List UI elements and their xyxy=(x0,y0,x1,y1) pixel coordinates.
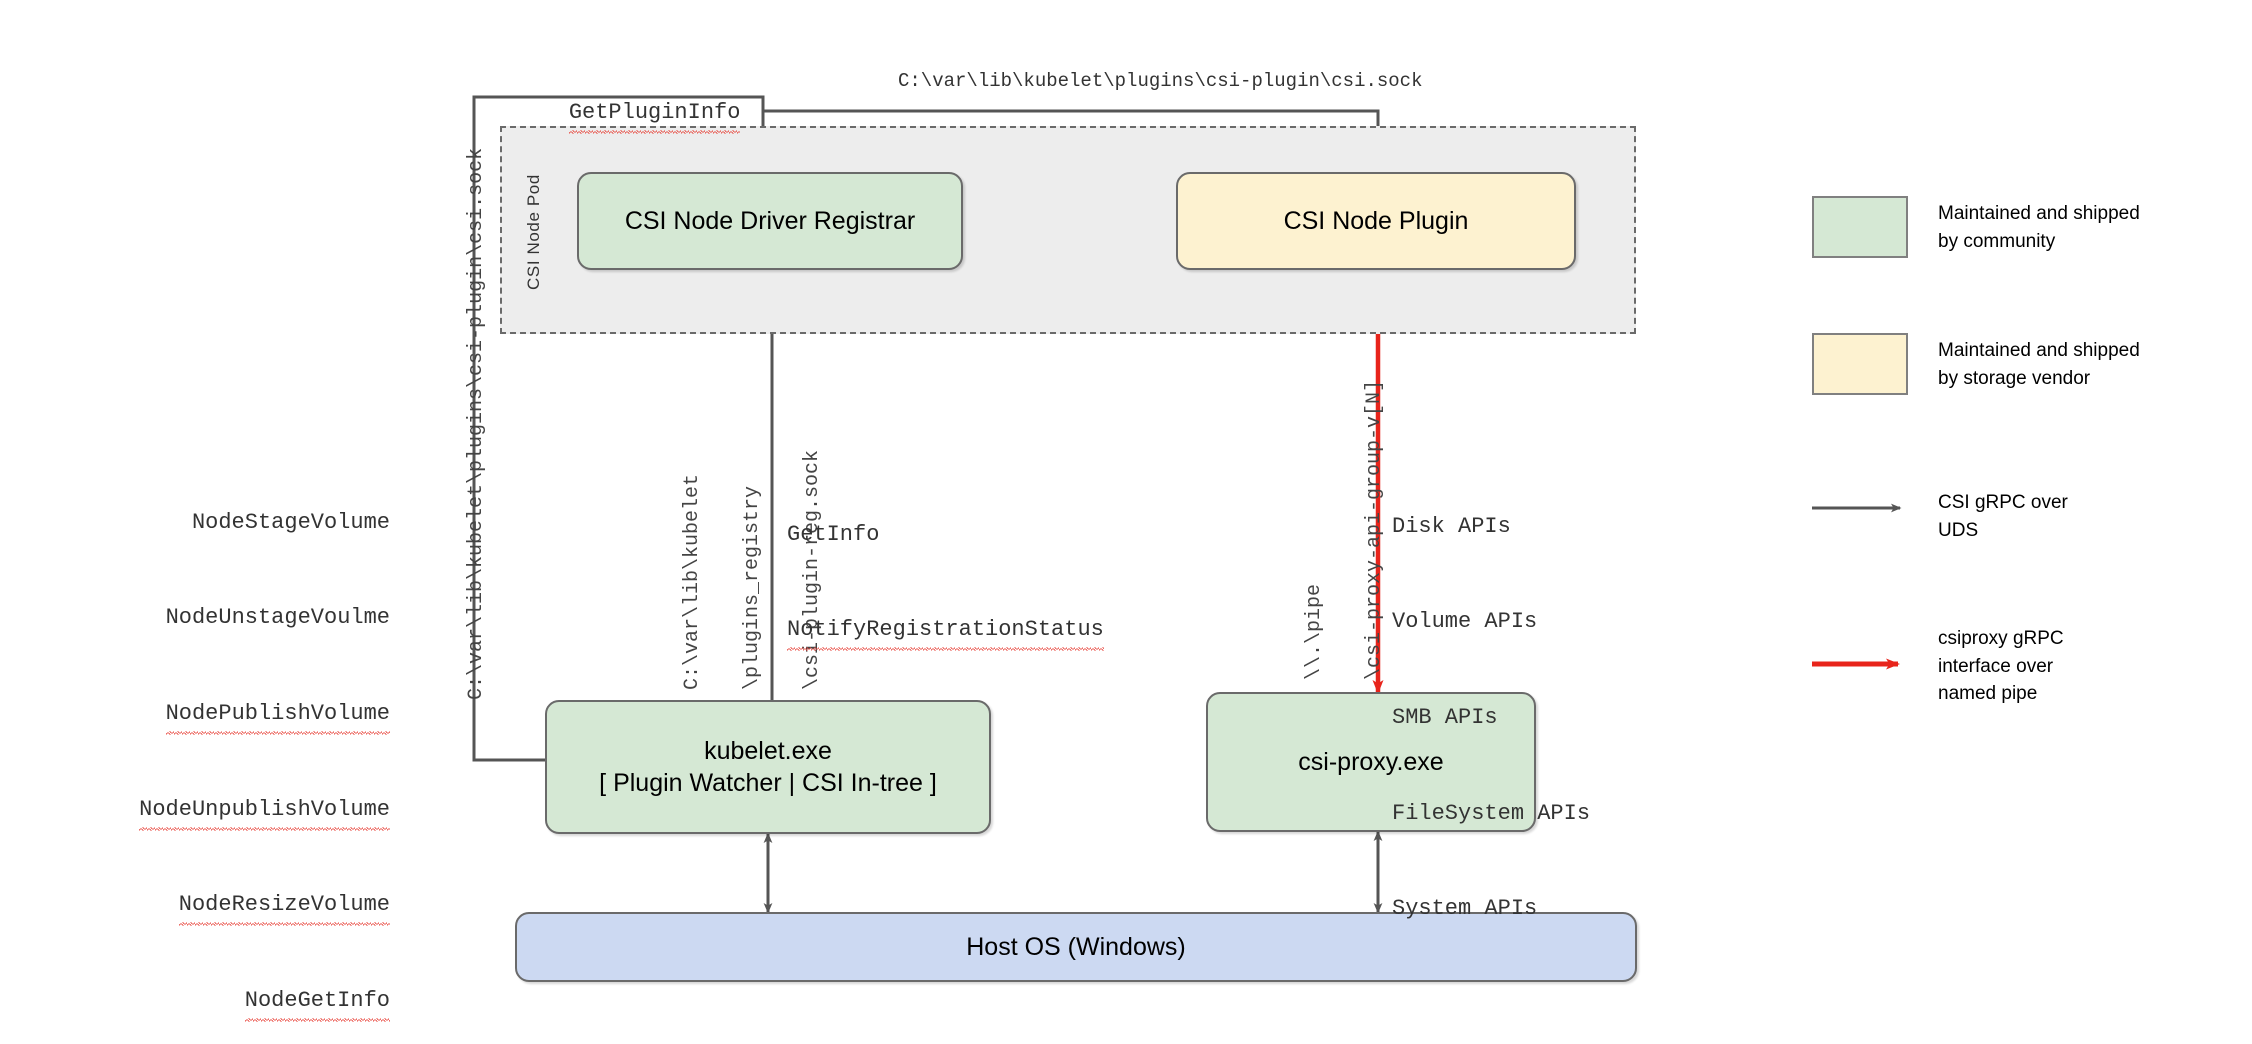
api-group-item: Disk APIs xyxy=(1392,513,1511,539)
annotation-csi-sock-top: C:\var\lib\kubelet\plugins\csi-plugin\cs… xyxy=(898,70,1423,92)
csi-call-item: NodeUnpublishVolume xyxy=(80,794,390,831)
legend-swatch-community xyxy=(1812,196,1908,258)
named-pipe-line1: \\.\pipe xyxy=(1303,583,1326,680)
api-group-item: FileSystem APIs xyxy=(1392,800,1591,826)
registry-sock-line1: C:\var\lib\kubelet xyxy=(681,473,704,690)
csi-call-item: NodeUnstageVoulme xyxy=(165,605,390,631)
csi-call-item: NodeGetInfo xyxy=(80,985,391,1022)
annotation-csi-node-service-calls: NodeStageVolume NodeUnstageVoulme NodePu… xyxy=(80,443,391,1044)
host-os-box[interactable]: Host OS (Windows) xyxy=(515,912,1637,982)
registration-call-item: NotifyRegistrationStatus xyxy=(787,614,1104,652)
csi-node-plugin-label: CSI Node Plugin xyxy=(1283,207,1469,235)
annotation-csi-sock-left-vertical: C:\var\lib\kubelet\plugins\csi-plugin\cs… xyxy=(465,147,488,700)
registration-call-item: GetInfo xyxy=(787,521,880,547)
csi-call-item: NodePublishVolume xyxy=(80,698,391,735)
csi-call-item: NodeStageVolume xyxy=(191,509,390,535)
kubelet-box[interactable]: kubelet.exe [ Plugin Watcher | CSI In-tr… xyxy=(545,700,991,834)
named-pipe-line2: \csi-proxy-api-group-v[N] xyxy=(1363,379,1386,680)
csi-node-plugin-box[interactable]: CSI Node Plugin xyxy=(1176,172,1576,270)
legend-swatch-vendor xyxy=(1812,333,1908,395)
legend-label-vendor: Maintained and shipped by storage vendor xyxy=(1938,340,2140,389)
api-group-item: Volume APIs xyxy=(1392,609,1538,635)
csi-node-driver-registrar-label: CSI Node Driver Registrar xyxy=(624,207,916,235)
registry-sock-line2: \plugins_registry xyxy=(741,485,764,690)
csi-proxy-label: csi-proxy.exe xyxy=(1298,748,1444,776)
annotation-getplugininfo: GetPluginInfo xyxy=(516,65,740,161)
csi-node-driver-registrar-box[interactable]: CSI Node Driver Registrar xyxy=(577,172,963,270)
annotation-csiproxy-api-groups: Disk APIs Volume APIs SMB APIs FileSyste… xyxy=(1392,447,1590,989)
host-os-label: Host OS (Windows) xyxy=(966,933,1186,961)
csi-proxy-box[interactable]: csi-proxy.exe xyxy=(1206,692,1536,832)
csi-call-item: NodeResizeVolume xyxy=(80,889,391,927)
api-group-item: System APIs xyxy=(1392,896,1538,922)
legend-label-csiproxy-grpc-pipe: csiproxy gRPC interface over named pipe xyxy=(1938,628,2064,705)
csi-node-pod-label: CSI Node Pod xyxy=(524,174,543,290)
api-group-item: SMB APIs xyxy=(1392,705,1498,731)
legend-label-csi-grpc-uds: CSI gRPC over UDS xyxy=(1938,492,2068,541)
annotation-getplugininfo-text: GetPluginInfo xyxy=(568,97,740,134)
kubelet-label-line1: kubelet.exe xyxy=(704,737,832,765)
legend-label-community: Maintained and shipped by community xyxy=(1938,203,2140,252)
kubelet-label-line2: [ Plugin Watcher | CSI In-tree ] xyxy=(599,769,937,797)
annotation-registration-calls: GetInfo NotifyRegistrationStatus xyxy=(787,455,1104,710)
annotation-named-pipe-vertical: \\.\pipe \csi-proxy-api-group-v[N] xyxy=(1300,380,1390,680)
